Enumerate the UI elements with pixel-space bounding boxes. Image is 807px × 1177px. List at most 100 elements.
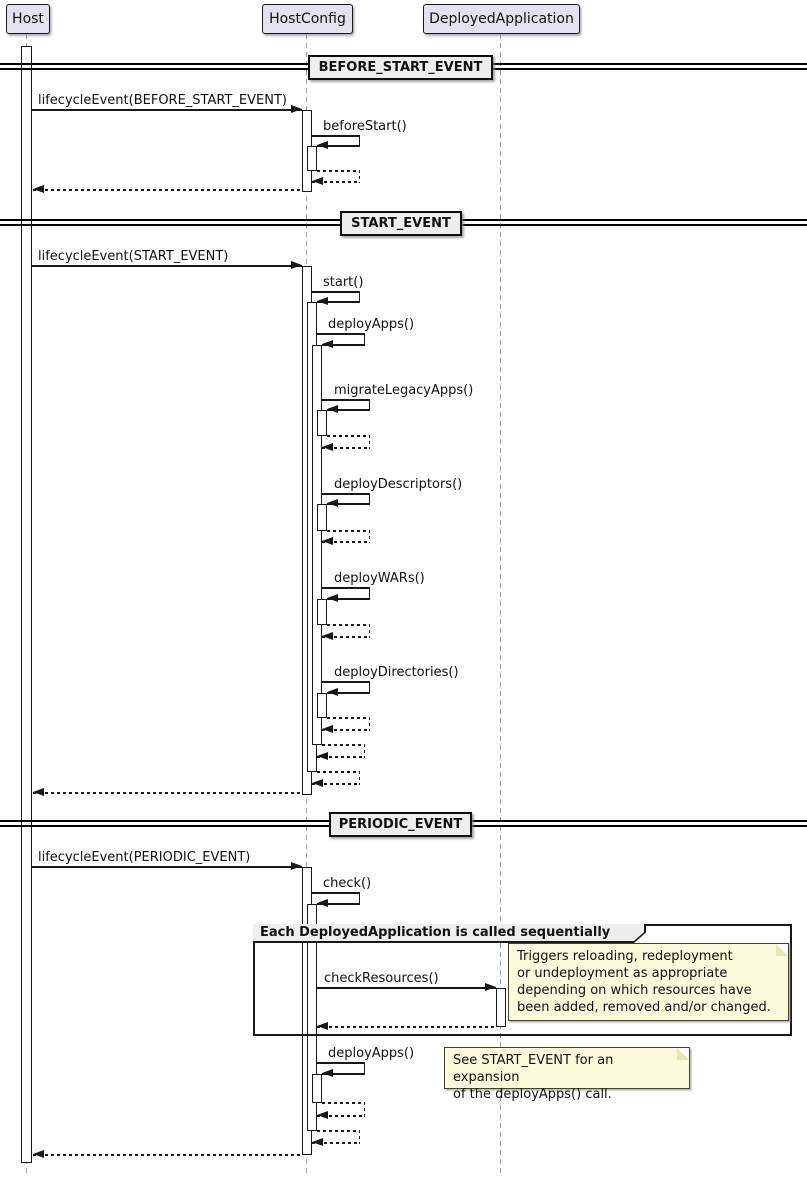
- self-call-line: [368, 399, 370, 411]
- message-label: lifecycleEvent(BEFORE_START_EVENT): [38, 93, 287, 108]
- arrowhead: [317, 899, 328, 907]
- divider-label: PERIODIC_EVENT: [338, 817, 463, 832]
- participant-label: HostConfig: [269, 11, 346, 27]
- divider-start-event: START_EVENT: [340, 211, 462, 236]
- divider-label: START_EVENT: [351, 216, 451, 231]
- arrowhead: [322, 1069, 333, 1077]
- message-label: start(): [323, 275, 364, 290]
- self-call-line: [322, 399, 370, 401]
- activation-deployapps: [312, 345, 322, 745]
- return-line: [358, 771, 360, 785]
- arrowhead: [327, 405, 338, 413]
- message-label: checkResources(): [324, 971, 439, 986]
- message-label: deployApps(): [328, 1046, 415, 1061]
- activation-deployapps-periodic: [312, 1074, 322, 1103]
- arrowhead: [322, 340, 333, 348]
- self-call-line: [327, 409, 370, 411]
- self-call-line: [317, 145, 360, 147]
- return-line: [317, 756, 365, 758]
- arrowhead: [33, 1150, 44, 1158]
- message-line: [32, 866, 302, 868]
- return-line: [322, 729, 370, 731]
- return-line: [327, 717, 370, 719]
- message-line: [32, 109, 302, 111]
- activation-deploydirectories: [317, 693, 327, 718]
- return-line: [322, 744, 365, 746]
- return-line: [368, 435, 370, 449]
- self-call-line: [368, 493, 370, 505]
- message-label: migrateLegacyApps(): [334, 383, 474, 398]
- activation-check: [307, 904, 317, 1131]
- return-line: [312, 181, 360, 183]
- self-call-line: [317, 333, 365, 335]
- self-call-line: [363, 333, 365, 346]
- note-deploy-apps: See START_EVENT for an expansion of the …: [444, 1047, 690, 1102]
- self-call-line: [322, 1073, 365, 1075]
- message-line: [317, 987, 496, 989]
- arrowhead: [33, 788, 44, 796]
- activation-beforestart: [307, 146, 317, 171]
- return-line: [312, 1142, 360, 1144]
- participant-label: DeployedApplication: [429, 11, 574, 27]
- self-call-line: [312, 291, 360, 293]
- lifeline-deployedapplication: [500, 34, 501, 1177]
- arrowhead: [291, 862, 302, 870]
- group-label: Each DeployedApplication is called seque…: [260, 925, 611, 941]
- return-line: [363, 1102, 365, 1117]
- self-call-line: [322, 344, 365, 346]
- message-label: deployDirectories(): [334, 665, 459, 680]
- self-call-line: [317, 1062, 365, 1064]
- self-call-line: [322, 493, 370, 495]
- arrowhead: [322, 725, 333, 733]
- group-header-inner: Each DeployedApplication is called seque…: [253, 924, 644, 941]
- self-call-line: [327, 598, 370, 600]
- message-label: lifecycleEvent(PERIODIC_EVENT): [38, 850, 251, 865]
- self-call-line: [363, 1062, 365, 1075]
- arrowhead: [312, 177, 323, 185]
- message-label: deployApps(): [328, 317, 415, 332]
- arrowhead: [291, 261, 302, 269]
- arrowhead: [317, 1022, 328, 1030]
- self-call-line: [358, 291, 360, 303]
- return-line: [358, 170, 360, 183]
- self-call-line: [317, 903, 360, 905]
- return-line: [327, 530, 370, 532]
- arrowhead: [33, 185, 44, 193]
- self-call-line: [327, 692, 370, 694]
- self-call-line: [312, 135, 360, 137]
- divider-periodic-event: PERIODIC_EVENT: [329, 812, 472, 837]
- return-line: [317, 1026, 496, 1028]
- return-line: [33, 1154, 302, 1156]
- arrowhead: [312, 1138, 323, 1146]
- arrowhead: [327, 594, 338, 602]
- arrowhead: [322, 443, 333, 451]
- activation-checkresources: [496, 988, 506, 1027]
- activation-host: [21, 46, 32, 1163]
- activation-deploywars: [317, 599, 327, 625]
- divider-before-start-event: BEFORE_START_EVENT: [308, 55, 493, 80]
- arrowhead: [327, 499, 338, 507]
- return-line: [317, 170, 360, 172]
- return-line: [317, 1115, 365, 1117]
- message-label: check(): [323, 876, 372, 891]
- message-line: [32, 265, 302, 267]
- return-line: [33, 792, 302, 794]
- arrowhead: [327, 688, 338, 696]
- self-call-line: [327, 503, 370, 505]
- return-line: [358, 1130, 360, 1144]
- activation-migratelegacyapps: [317, 410, 327, 436]
- participant-label: Host: [12, 11, 44, 27]
- self-call-line: [368, 681, 370, 694]
- message-label: beforeStart(): [323, 119, 407, 134]
- self-call-line: [317, 301, 360, 303]
- note-check-resources: Triggers reloading, redeployment or unde…: [508, 943, 789, 1021]
- self-call-line: [358, 892, 360, 905]
- arrowhead: [485, 983, 496, 991]
- participant-hostconfig: HostConfig: [262, 4, 353, 34]
- return-line: [33, 189, 302, 191]
- return-line: [312, 783, 360, 785]
- return-line: [327, 435, 370, 437]
- return-line: [317, 771, 360, 773]
- message-label: lifecycleEvent(START_EVENT): [38, 249, 229, 264]
